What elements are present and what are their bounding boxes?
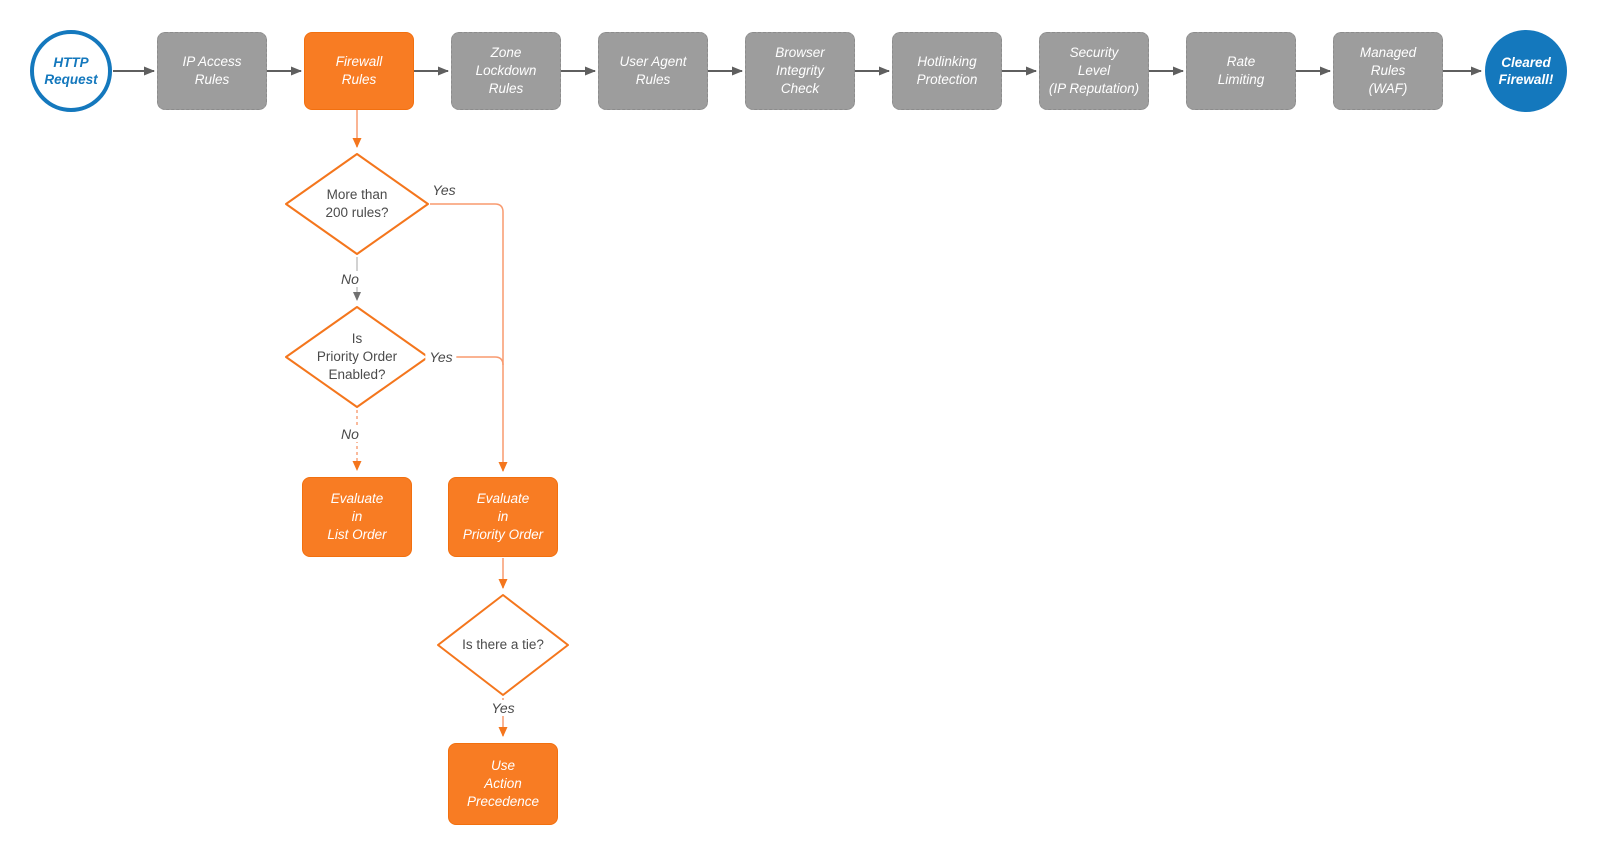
- action-evaluate-list-order: Evaluate in List Order: [302, 477, 412, 557]
- edge-d1-yes: [430, 203, 508, 472]
- edge-label-d3-yes: Yes: [487, 700, 519, 716]
- decision-label: Is there a tie?: [462, 637, 544, 652]
- node-http-request: HTTP Request: [30, 30, 112, 112]
- edge-label-d1-yes: Yes: [428, 182, 460, 198]
- diamond-shape: [285, 306, 429, 408]
- decision-label: Is Priority Order Enabled?: [316, 331, 398, 382]
- edge-label-d1-no: No: [337, 271, 363, 287]
- decision-more-than-200-rules: More than 200 rules?: [284, 152, 430, 256]
- node-cleared-firewall: Cleared Firewall!: [1485, 30, 1567, 112]
- decision-label: More than 200 rules?: [325, 187, 389, 220]
- stage-ip-access-rules: IP Access Rules: [157, 32, 267, 110]
- stage-browser-integrity-check: Browser Integrity Check: [745, 32, 855, 110]
- stage-hotlinking-protection: Hotlinking Protection: [892, 32, 1002, 110]
- stage-firewall-rules: Firewall Rules: [304, 32, 414, 110]
- diamond-shape: [285, 153, 429, 255]
- edge-d2-yes: [430, 356, 504, 366]
- action-evaluate-priority-order: Evaluate in Priority Order: [448, 477, 558, 557]
- stage-zone-lockdown-rules: Zone Lockdown Rules: [451, 32, 561, 110]
- edge-label-d2-yes: Yes: [425, 349, 457, 365]
- decision-is-there-a-tie: Is there a tie?: [436, 593, 570, 697]
- stage-security-level: Security Level (IP Reputation): [1039, 32, 1149, 110]
- edge-label-d2-no: No: [337, 426, 363, 442]
- stage-user-agent-rules: User Agent Rules: [598, 32, 708, 110]
- stage-rate-limiting: Rate Limiting: [1186, 32, 1296, 110]
- diamond-shape: [437, 594, 569, 696]
- decision-priority-order-enabled: Is Priority Order Enabled?: [284, 305, 430, 409]
- action-use-action-precedence: Use Action Precedence: [448, 743, 558, 825]
- stage-managed-rules-waf: Managed Rules (WAF): [1333, 32, 1443, 110]
